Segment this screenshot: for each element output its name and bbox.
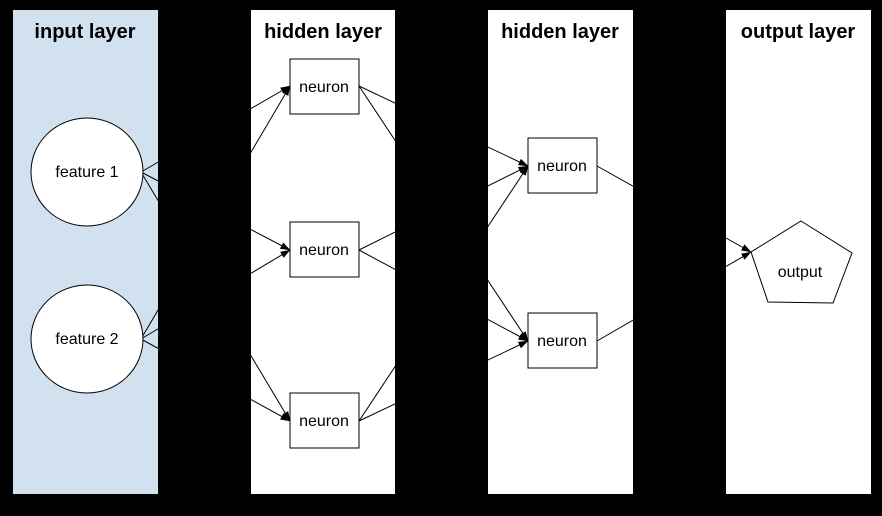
node-output-pentagon: [750, 220, 853, 304]
edge-h2n1-out1: [596, 165, 752, 253]
edge-feature1-h1n1: [140, 85, 291, 173]
layer-panels: [13, 10, 871, 494]
node-feature-1: [30, 117, 144, 227]
edge-h1n2-h2n1: [358, 165, 529, 251]
edge-h1n2-h2n2: [358, 249, 529, 342]
hidden2-neuron-1-label: neuron: [537, 158, 587, 175]
input-layer-title: input layer: [34, 21, 135, 43]
node-hidden2-neuron-2: [527, 312, 598, 369]
nodes: [30, 58, 853, 449]
node-hidden1-neuron-1: [289, 58, 360, 115]
edge-h1n1-h2n2: [358, 85, 529, 342]
hidden1-neuron-2-label: neuron: [299, 242, 349, 259]
hidden-layer-2-panel: [488, 10, 633, 494]
edge-h2n2-out1: [596, 251, 752, 342]
feature-2-label: feature 2: [55, 331, 118, 348]
node-feature-2: [30, 284, 144, 394]
edge-feature2-h1n3: [140, 338, 291, 422]
output-label: output: [778, 264, 823, 281]
node-hidden1-neuron-2: [289, 221, 360, 278]
edge-feature2-h1n2: [140, 249, 291, 340]
feature-1-label: feature 1: [55, 164, 118, 181]
input-layer-panel: [13, 10, 158, 494]
hidden1-neuron-1-label: neuron: [299, 79, 349, 96]
edge-h1n1-h2n1: [358, 85, 529, 167]
edge-feature1-h1n3: [140, 171, 291, 422]
edge-feature2-h1n1: [140, 85, 291, 340]
edge-feature1-h1n2: [140, 171, 291, 251]
hidden2-neuron-2-label: neuron: [537, 333, 587, 350]
connection-edges: [140, 85, 752, 422]
node-hidden1-neuron-3: [289, 392, 360, 449]
edge-h1n3-h2n2: [358, 340, 529, 422]
output-layer-title: output layer: [741, 21, 856, 43]
hidden-layer-2-title: hidden layer: [501, 21, 619, 43]
hidden-layer-1-title: hidden layer: [264, 21, 382, 43]
edge-h1n3-h2n1: [358, 165, 529, 422]
node-labels: feature 1 feature 2 neuron neuron neuron…: [55, 79, 822, 430]
node-hidden2-neuron-1: [527, 137, 598, 194]
hidden1-neuron-3-label: neuron: [299, 413, 349, 430]
